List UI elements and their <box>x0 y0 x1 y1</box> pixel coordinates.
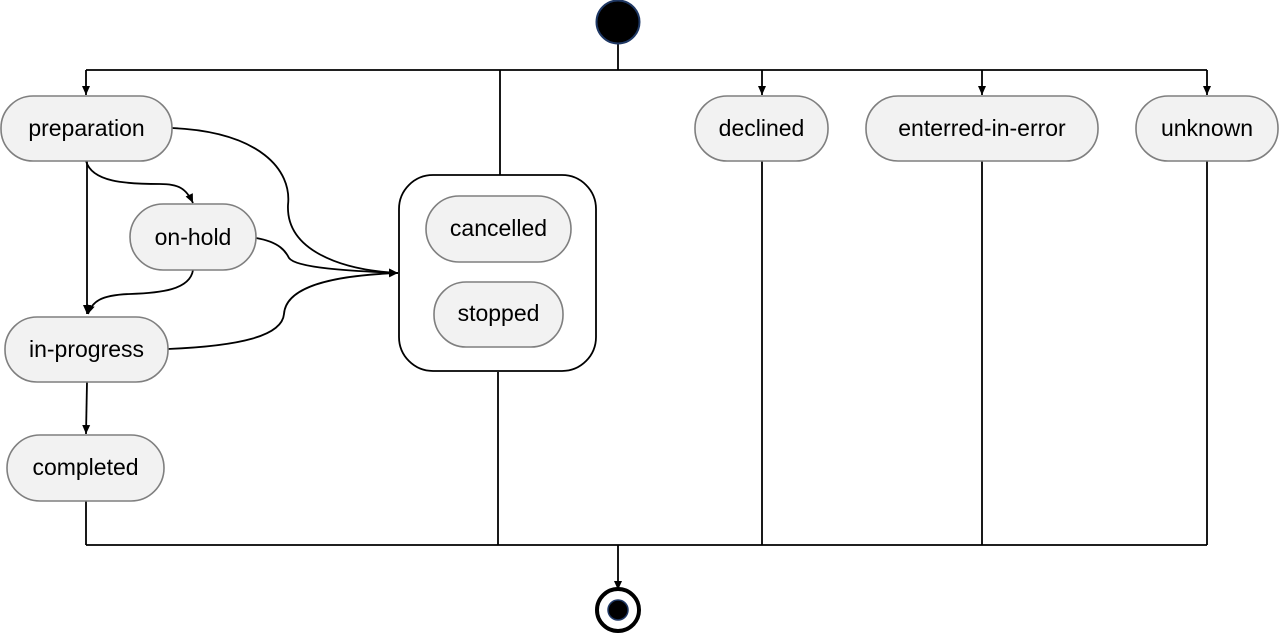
state-in-progress-label: in-progress <box>29 336 144 362</box>
state-stopped: stopped <box>433 281 564 348</box>
state-preparation-label: preparation <box>28 115 144 141</box>
edge-on-hold-to-group <box>255 237 399 277</box>
state-completed: completed <box>6 434 165 502</box>
state-cancelled-label: cancelled <box>450 215 547 241</box>
state-stopped-label: stopped <box>458 300 540 326</box>
state-unknown: unknown <box>1135 95 1279 162</box>
edge-in-progress-to-group <box>167 269 399 350</box>
state-in-progress: in-progress <box>4 316 169 383</box>
state-preparation: preparation <box>0 95 173 162</box>
state-on-hold-label: on-hold <box>155 224 232 250</box>
state-cancelled: cancelled <box>425 195 572 263</box>
transitions <box>82 44 1211 590</box>
edge-preparation-to-group <box>171 127 399 277</box>
state-unknown-label: unknown <box>1161 115 1253 141</box>
edge-on-hold-to-in-progress <box>87 269 194 315</box>
state-entered-in-error: enterred-in-error <box>865 95 1099 162</box>
state-on-hold: on-hold <box>129 203 257 271</box>
final-state <box>595 587 641 633</box>
state-declined: declined <box>694 95 829 162</box>
edge-preparation-to-on-hold <box>85 160 194 204</box>
state-entered-in-error-label: enterred-in-error <box>898 115 1066 141</box>
state-completed-label: completed <box>32 454 138 480</box>
initial-state <box>595 0 641 45</box>
state-declined-label: declined <box>719 115 805 141</box>
edge-in-progress-to-completed <box>82 381 91 435</box>
